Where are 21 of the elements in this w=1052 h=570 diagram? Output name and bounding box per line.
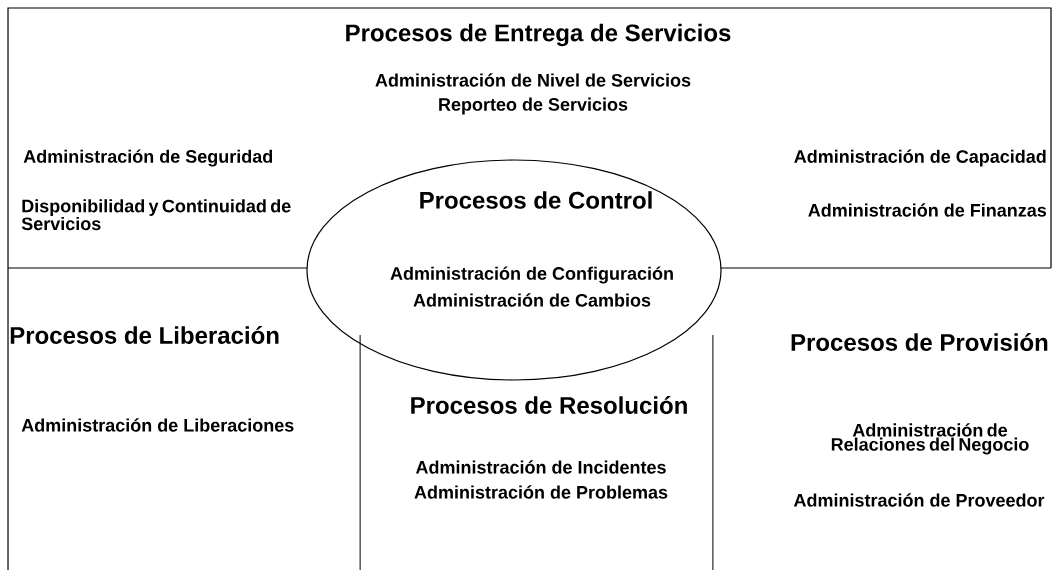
process-heading: Procesos de Resolución bbox=[411, 396, 687, 414]
process-label: Administración de Capacidad bbox=[794, 149, 1046, 167]
process-label: Administración de Problemas bbox=[414, 485, 668, 499]
process-label: Administración de Cambios bbox=[413, 293, 651, 307]
process-label: Administración de Seguridad bbox=[23, 149, 273, 167]
process-label: Disponibilidad y Continuidad de Servicios bbox=[21, 199, 291, 231]
process-region bbox=[7, 267, 294, 570]
process-label: Administración de Proveedor bbox=[793, 493, 1045, 507]
process-label: Administración de Liberaciones bbox=[21, 418, 294, 432]
process-label: Administración de Configuración bbox=[390, 266, 673, 284]
process-heading: Procesos de Provisión bbox=[791, 333, 1048, 351]
process-label: Reporteo de Servicios bbox=[439, 97, 628, 115]
process-label: Administración de Relaciones del Negocio bbox=[831, 423, 1029, 455]
process-region bbox=[306, 159, 722, 381]
process-heading: Procesos de Control bbox=[420, 191, 652, 209]
process-heading: Procesos de Liberación bbox=[10, 326, 279, 344]
process-label: Administración de Nivel de Servicios bbox=[375, 73, 691, 87]
process-heading: Procesos de Entrega de Servicios bbox=[346, 23, 731, 47]
process-label: Administración de Finanzas bbox=[808, 203, 1047, 217]
process-label: Administración de Incidentes bbox=[415, 460, 666, 474]
process-region bbox=[359, 334, 714, 570]
